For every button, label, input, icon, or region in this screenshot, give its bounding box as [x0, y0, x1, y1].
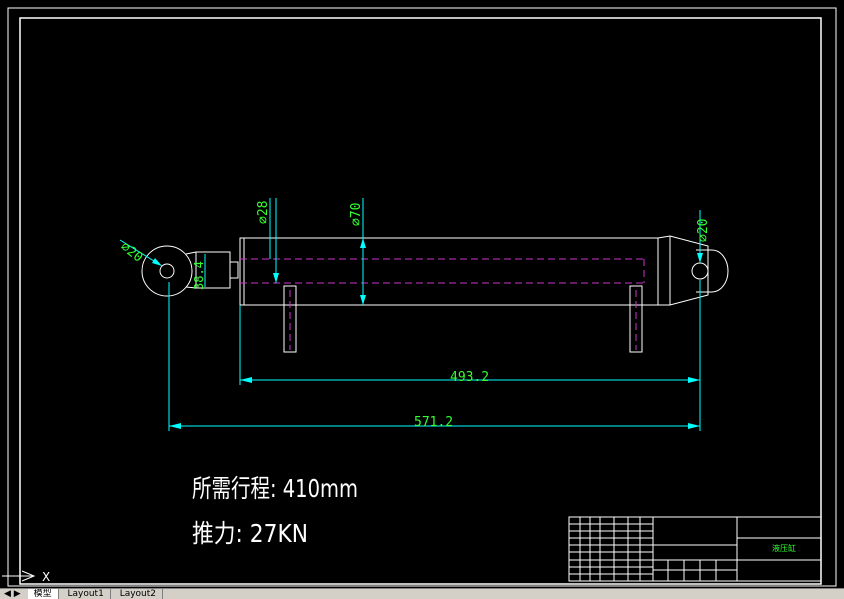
title-block [568, 516, 822, 582]
hydraulic-cylinder [141, 235, 729, 353]
arrow-body-left [240, 377, 252, 383]
layout-tab-bar: ◀ ▶ 模型 Layout1 Layout2 [0, 588, 844, 599]
inner-frame [19, 17, 822, 585]
arrow-bore-top [360, 238, 366, 248]
ucs-x-arrow [21, 570, 36, 582]
tab-nav-arrows[interactable]: ◀ ▶ [4, 589, 21, 599]
note-stroke: 所需行程: 410mm [192, 474, 358, 503]
hidden-lines [240, 258, 645, 350]
arrow-overall-right [688, 423, 700, 429]
tab-model[interactable]: 模型 [27, 589, 59, 599]
arrow-rod-eye [152, 258, 162, 266]
outer-frame [7, 7, 837, 587]
cylinder-barrel [239, 237, 659, 306]
ucs-x-label: X [42, 570, 50, 584]
arrow-bore-bottom [360, 295, 366, 305]
dim-rod-diameter: ⌀28 [256, 201, 271, 224]
dim-bore-diameter: ⌀70 [349, 203, 364, 226]
arrow-body-right [688, 377, 700, 383]
dim-overall-length: 571.2 [414, 415, 453, 430]
design-notes: 所需行程: 410mm 推力: 27KN [192, 474, 358, 548]
cap-eye-outer [696, 249, 729, 293]
dim-cap-eye-diameter: ⌀20 [696, 219, 711, 242]
ucs-icon [2, 570, 36, 582]
dimension-texts: 493.2 571.2 ⌀28 ⌀70 ⌀20 ⌀20 38.4 [118, 201, 711, 430]
dim-body-length: 493.2 [450, 370, 489, 385]
support-leg-left [283, 285, 297, 353]
dimension-lines [119, 198, 703, 431]
note-thrust: 推力: 27KN [192, 519, 308, 548]
rod-section [229, 261, 239, 279]
title-block-frame [568, 516, 822, 582]
arrow-overall-left [169, 423, 181, 429]
rod-eye-outer [141, 245, 193, 297]
dim-rod-eye-diameter: ⌀20 [118, 239, 146, 265]
arrow-rod [273, 273, 279, 283]
rod-eye-hole [159, 263, 175, 279]
dim-neck: 38.4 [192, 261, 206, 290]
cap-eye-hole [691, 262, 709, 280]
arrow-cap-eye [697, 253, 703, 263]
drawing-name: 液压缸 [772, 543, 796, 553]
tab-layout2[interactable]: Layout2 [114, 589, 164, 599]
tab-layout1[interactable]: Layout1 [61, 589, 111, 599]
support-leg-right [629, 285, 643, 353]
